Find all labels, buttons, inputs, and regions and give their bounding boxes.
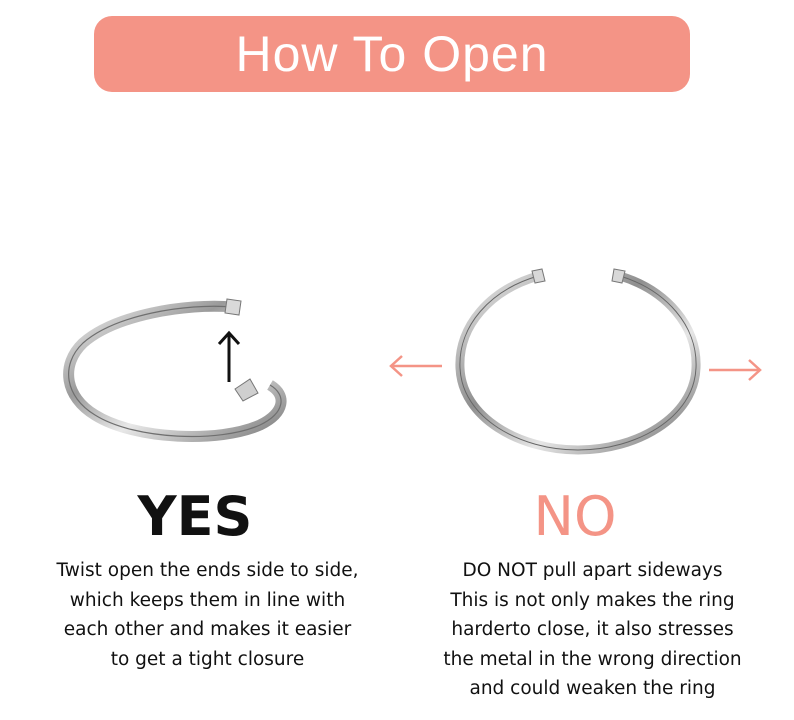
yes-line: which keeps them in line with — [69, 589, 346, 611]
yes-line: to get a tight closure — [110, 648, 305, 670]
arrow-up-icon — [216, 330, 242, 388]
no-line: DO NOT pull apart sideways — [462, 560, 723, 581]
twisted-ring-image — [55, 285, 300, 460]
yes-heading: YES — [137, 485, 253, 548]
yes-line: each other and makes it easier — [63, 619, 352, 640]
page-title: How To Open — [235, 26, 549, 82]
title-banner: How To Open — [94, 16, 690, 92]
no-line: harderto close, it also stresses — [451, 619, 734, 640]
arrow-left-icon — [388, 354, 444, 382]
yes-line: Twist open the ends side to side, — [56, 560, 359, 581]
pulled-ring-image — [450, 268, 705, 460]
no-line: This is not only makes the ring — [450, 589, 735, 611]
arrow-right-icon — [707, 358, 763, 386]
no-line: and could weaken the ring — [469, 678, 716, 699]
no-line: the metal in the wrong direction — [443, 648, 742, 670]
no-description: DO NOT pull apart sideways This is not o… — [405, 556, 780, 704]
yes-description: Twist open the ends side to side, which … — [20, 556, 395, 674]
no-heading: NO — [533, 485, 617, 548]
